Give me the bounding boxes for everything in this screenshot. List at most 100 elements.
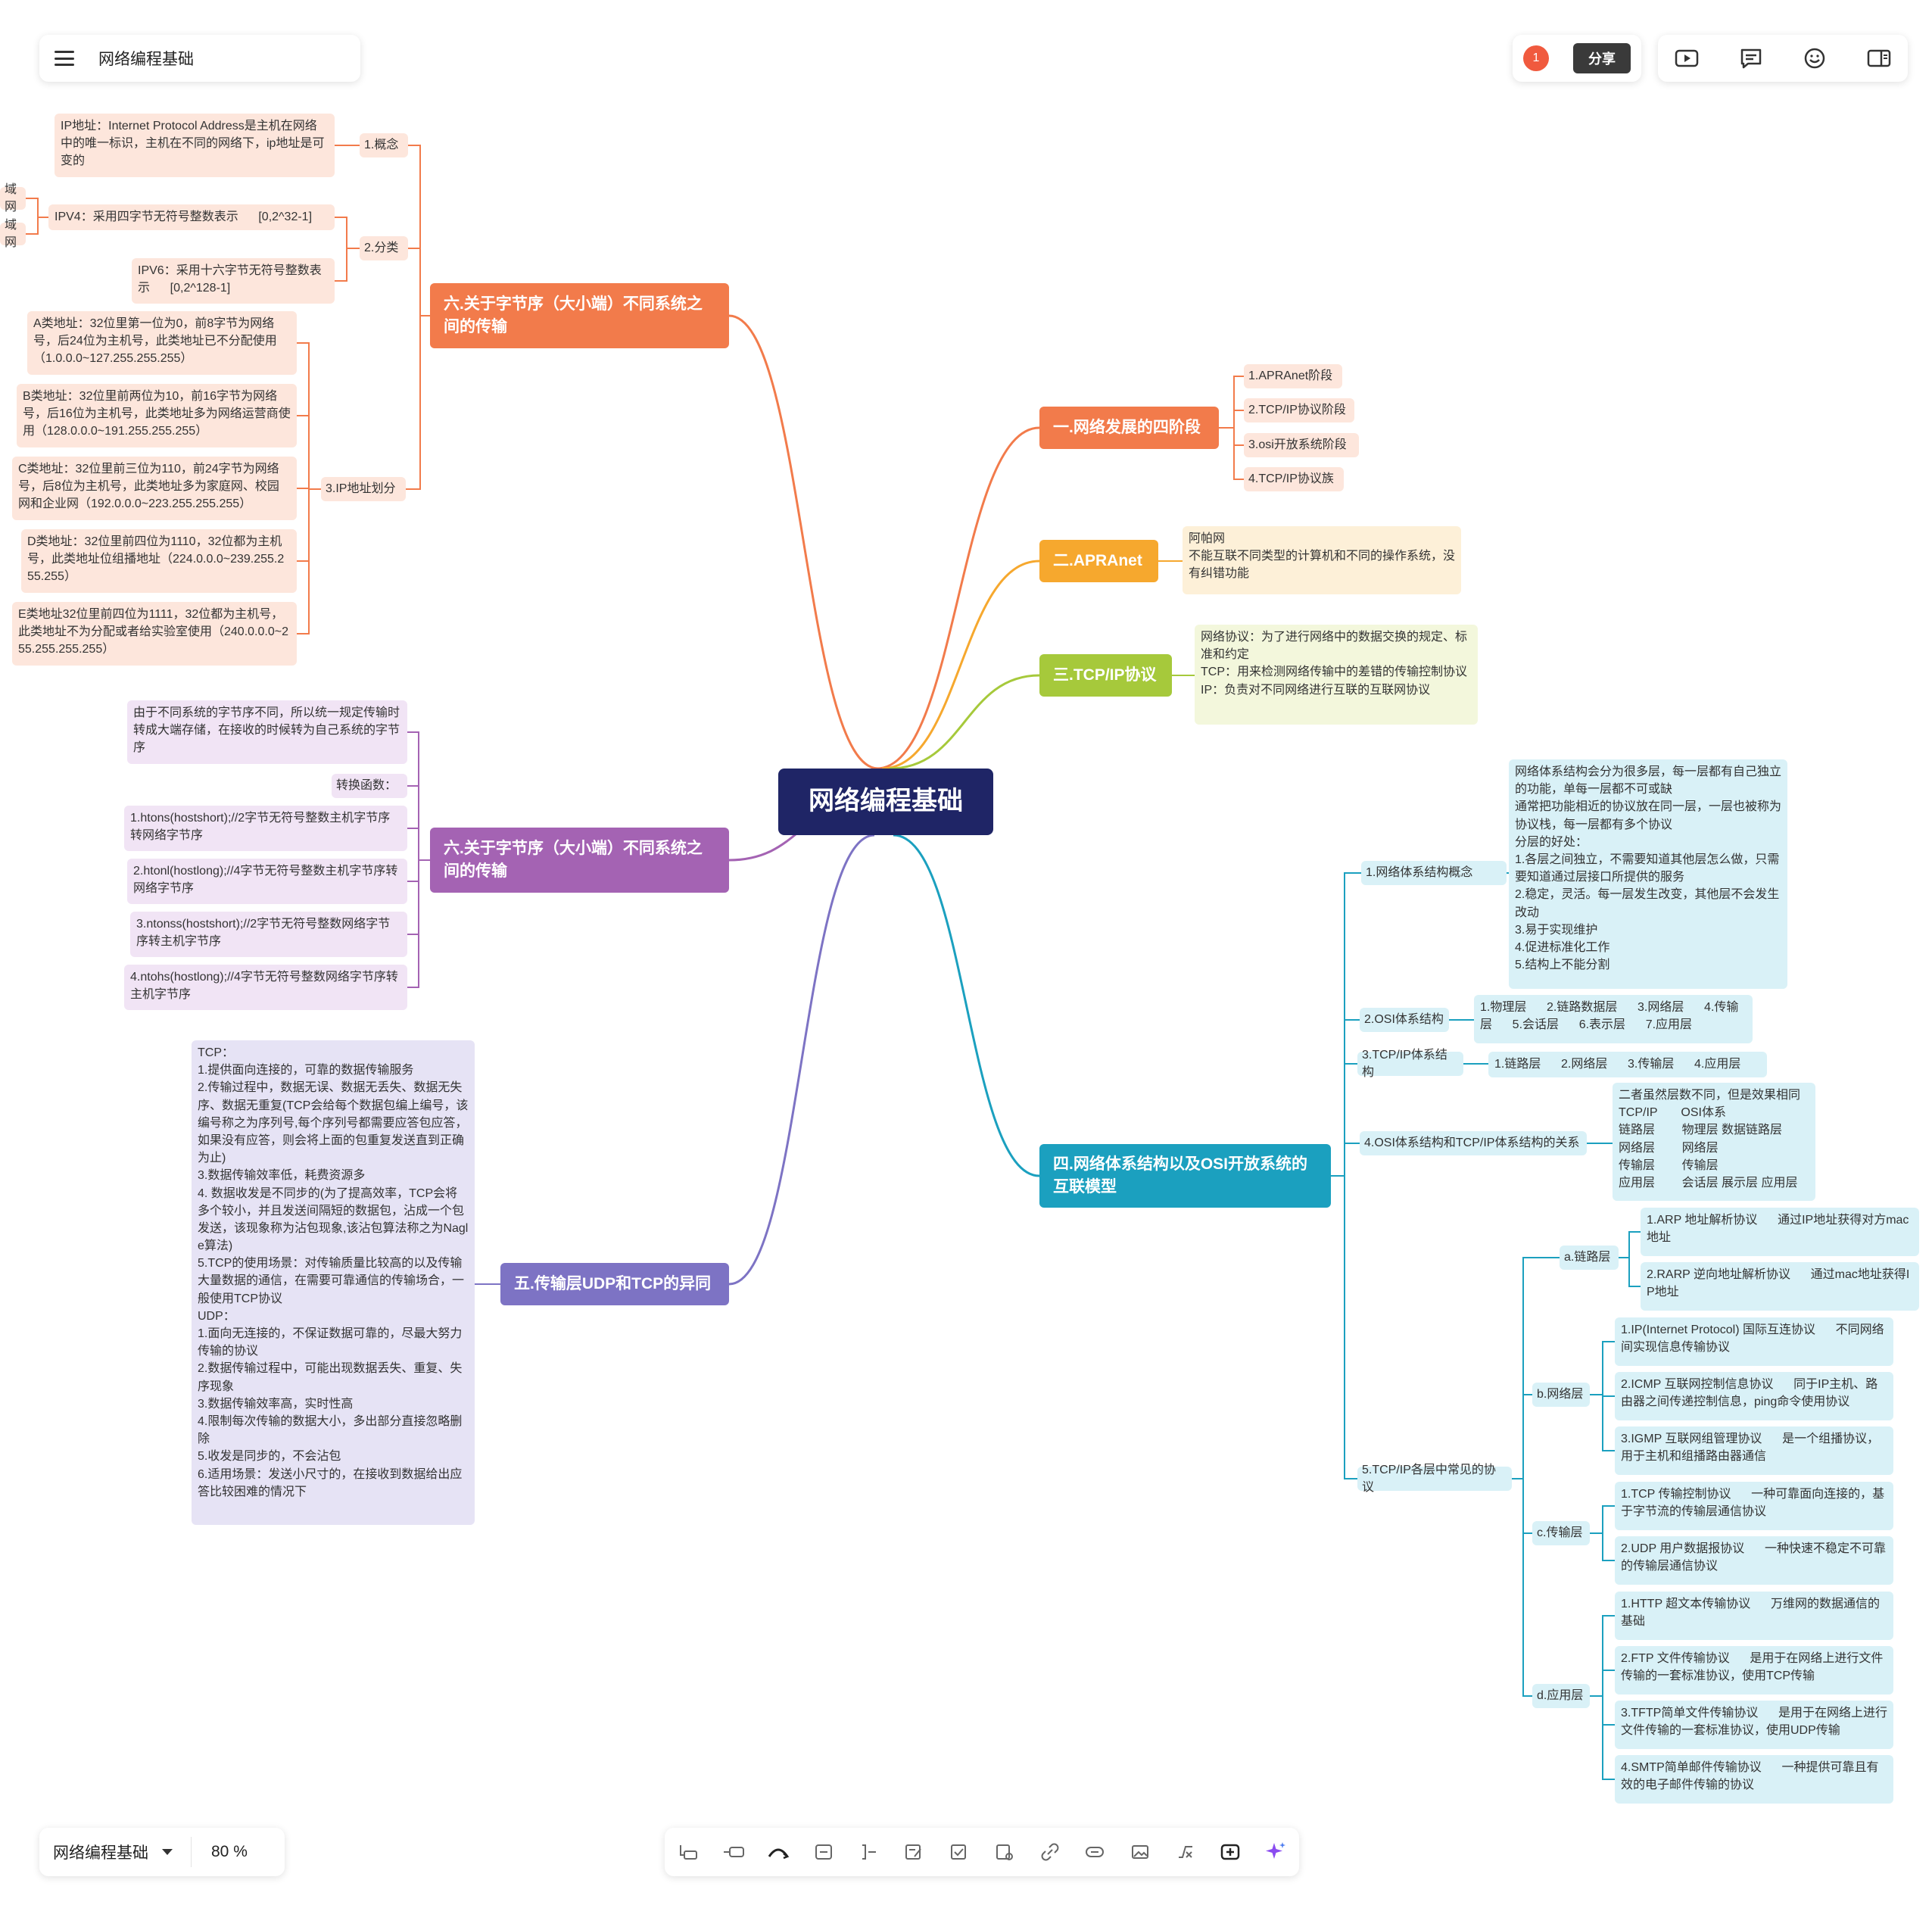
clipped-node-2[interactable]: 域网 bbox=[0, 219, 26, 249]
link-icon[interactable] bbox=[1037, 1839, 1063, 1865]
branch-udp-tcp[interactable]: 五.传输层UDP和TCP的异同 bbox=[500, 1263, 729, 1305]
zoom-level[interactable]: 80 % bbox=[211, 1843, 248, 1860]
byte-order-note[interactable]: 由于不同系统的字节序不同，所以统一规定传输时转成大端存储，在接收的时候转为自己系… bbox=[127, 700, 407, 764]
note-icon[interactable] bbox=[901, 1839, 927, 1865]
connector bbox=[876, 426, 1040, 770]
tag-icon[interactable] bbox=[1082, 1839, 1108, 1865]
title-panel: 网络编程基础 bbox=[39, 35, 360, 82]
insert-sibling-icon[interactable] bbox=[675, 1839, 701, 1865]
ip-class-d[interactable]: D类地址：32位里前四位为1110，32位都为主机号，此类地址位组播地址（224… bbox=[21, 529, 297, 593]
bracket-connector bbox=[1219, 376, 1244, 480]
layer-transport[interactable]: c.传输层 bbox=[1532, 1521, 1590, 1545]
connector bbox=[728, 834, 875, 1286]
ip-class-e[interactable]: E类地址32位里前四位为1111，32位都为主机号，此类地址不为分配或者给实验室… bbox=[12, 602, 297, 666]
branch-ip-address[interactable]: 六.关于字节序（大小端）不同系统之间的传输 bbox=[430, 283, 729, 348]
ip-class-c[interactable]: C类地址：32位里前三位为110，前24字节为网络号，后8位为主机号，此类地址多… bbox=[12, 457, 297, 520]
bracket-connector bbox=[1619, 1231, 1641, 1287]
protocol-udp[interactable]: 2.UDP 用户数据报协议 一种快速不稳定不可靠的传输层通信协议 bbox=[1615, 1536, 1893, 1585]
branch-network-architecture[interactable]: 四.网络体系结构以及OSI开放系统的互联模型 bbox=[1039, 1144, 1331, 1208]
map-selector[interactable]: 网络编程基础 bbox=[53, 1844, 148, 1862]
arpanet-note[interactable]: 阿帕网 不能互联不同类型的计算机和不同的操作系统，没有纠错功能 bbox=[1183, 526, 1461, 594]
add-node-icon[interactable] bbox=[1217, 1839, 1243, 1865]
osi-layers-note[interactable]: 1.物理层 2.链路数据层 3.网络层 4.传输层 5.会话层 6.表示层 7.… bbox=[1474, 995, 1753, 1043]
layer-link[interactable]: a.链路层 bbox=[1560, 1246, 1619, 1270]
branch-network-stages[interactable]: 一.网络发展的四阶段 bbox=[1039, 407, 1219, 449]
menu-icon[interactable] bbox=[55, 51, 74, 66]
protocol-smtp[interactable]: 4.SMTP简单邮件传输协议 一种提供可靠且有效的电子邮件传输的协议 bbox=[1615, 1755, 1893, 1804]
func-htons[interactable]: 1.htons(hostshort);//2字节无符号整数主机字节序转网络字节序 bbox=[124, 806, 407, 851]
ip-concept-note[interactable]: IP地址：Internet Protocol Address是主机在网络中的唯一… bbox=[55, 114, 335, 177]
tcpip-layers-note[interactable]: 1.链路层 2.网络层 3.传输层 4.应用层 bbox=[1488, 1052, 1767, 1077]
osi-tcpip-relation[interactable]: 4.OSI体系结构和TCP/IP体系结构的关系 bbox=[1360, 1131, 1587, 1155]
stage-item-1[interactable]: 1.APRAnet阶段 bbox=[1244, 364, 1342, 388]
ip-classification[interactable]: 2.分类 bbox=[360, 236, 408, 260]
layer-network[interactable]: b.网络层 bbox=[1532, 1383, 1590, 1407]
ai-sparkle-icon[interactable] bbox=[1263, 1839, 1289, 1865]
ip-class-a[interactable]: A类地址：32位里第一位为0，前8字节为网络号，后24位为主机号，此类地址已不分… bbox=[27, 311, 297, 375]
protocol-ip[interactable]: 1.IP(Internet Protocol) 国际互连协议 不同网络间实现信息… bbox=[1615, 1317, 1893, 1366]
task-icon[interactable] bbox=[992, 1839, 1017, 1865]
bracket-connector bbox=[1590, 1341, 1615, 1451]
clipped-node-1[interactable]: 域网 bbox=[0, 183, 26, 214]
connector bbox=[881, 560, 1040, 770]
tcpip-note[interactable]: 网络协议：为了进行网络中的数据交换的规定、标准和约定 TCP：用来检测网络传输中… bbox=[1195, 625, 1478, 725]
protocol-tftp[interactable]: 3.TFTP简单文件传输协议 是用于在网络上进行文件传输的一套标准协议，使用UD… bbox=[1615, 1701, 1893, 1749]
bracket-connector bbox=[1331, 872, 1361, 1479]
ip-division[interactable]: 3.IP地址划分 bbox=[321, 477, 406, 501]
image-icon[interactable] bbox=[1127, 1839, 1153, 1865]
func-htonl[interactable]: 2.htonl(hostlong);//4字节无符号整数主机字节序转网络字节序 bbox=[127, 859, 407, 904]
ip-concept[interactable]: 1.概念 bbox=[360, 133, 408, 157]
tcpip-architecture[interactable]: 3.TCP/IP体系结构 bbox=[1357, 1049, 1463, 1079]
func-ntonss[interactable]: 3.ntonss(hostshort);//2字节无符号整数网络字节序转主机字节… bbox=[130, 912, 407, 957]
relation-line-icon[interactable] bbox=[765, 1839, 791, 1865]
protocol-rarp[interactable]: 2.RARP 逆向地址解析协议 通过mac地址获得IP地址 bbox=[1641, 1262, 1919, 1311]
dropdown-icon[interactable] bbox=[162, 1849, 173, 1855]
osi-architecture[interactable]: 2.OSI体系结构 bbox=[1360, 1008, 1449, 1032]
bracket-connector bbox=[1590, 1615, 1615, 1780]
stage-item-4[interactable]: 4.TCP/IP协议族 bbox=[1244, 467, 1344, 491]
protocol-ftp[interactable]: 2.FTP 文件传输协议 是用于在网络上进行文件传输的一套标准协议，使用TCP传… bbox=[1615, 1646, 1893, 1695]
top-tools-panel bbox=[1658, 35, 1908, 82]
bracket-connector bbox=[335, 217, 360, 282]
sidebar-toggle-icon[interactable] bbox=[1864, 43, 1894, 73]
protocol-http[interactable]: 1.HTTP 超文本传输协议 万维网的数据通信的基础 bbox=[1615, 1592, 1893, 1640]
protocol-tcp[interactable]: 1.TCP 传输控制协议 一种可靠面向连接的，基于字节流的传输层通信协议 bbox=[1615, 1482, 1893, 1530]
stage-item-2[interactable]: 2.TCP/IP协议阶段 bbox=[1244, 398, 1354, 422]
convert-functions-label[interactable]: 转换函数： bbox=[332, 774, 407, 798]
ip-class-b[interactable]: B类地址：32位里前两位为10，前16字节为网络号，后16位为主机号，此类地址多… bbox=[17, 384, 297, 447]
boundary-icon[interactable] bbox=[856, 1839, 882, 1865]
notification-badge[interactable]: 1 bbox=[1523, 45, 1549, 71]
branch-arpanet[interactable]: 二.APRAnet bbox=[1039, 540, 1158, 582]
relation-note[interactable]: 二者虽然层数不同，但是效果相同 TCP/IP OSI体系 链路层 物理层 数据链… bbox=[1613, 1083, 1815, 1201]
layer-application[interactable]: d.应用层 bbox=[1532, 1684, 1590, 1708]
share-button[interactable]: 分享 bbox=[1573, 43, 1631, 73]
arch-concept-note[interactable]: 网络体系结构会分为很多层，每一层都有自己独立的功能，单每一层都不可或缺 通常把功… bbox=[1509, 759, 1787, 989]
root-node[interactable]: 网络编程基础 bbox=[778, 769, 993, 835]
func-ntohs[interactable]: 4.ntohs(hostlong);//4字节无符号整数网络字节序转主机字节序 bbox=[124, 965, 407, 1010]
ipv6-note[interactable]: IPV6：采用十六字节无符号整数表示 [0,2^128-1] bbox=[132, 258, 335, 304]
bracket-connector bbox=[406, 145, 430, 490]
insert-child-icon[interactable] bbox=[721, 1839, 746, 1865]
present-icon[interactable] bbox=[1672, 43, 1702, 73]
bottom-toolbar bbox=[665, 1828, 1299, 1876]
stage-item-3[interactable]: 3.osi开放系统阶段 bbox=[1244, 433, 1359, 457]
common-protocols[interactable]: 5.TCP/IP各层中常见的协议 bbox=[1357, 1464, 1512, 1494]
summary-icon[interactable] bbox=[811, 1839, 837, 1865]
protocol-igmp[interactable]: 3.IGMP 互联网组管理协议 是一个组播协议，用于主机和组播路由器通信 bbox=[1615, 1426, 1893, 1475]
protocol-arp[interactable]: 1.ARP 地址解析协议 通过IP地址获得对方mac地址 bbox=[1641, 1208, 1919, 1256]
formula-icon[interactable] bbox=[1173, 1839, 1198, 1865]
connector bbox=[889, 674, 1040, 770]
udp-tcp-note[interactable]: TCP： 1.提供面向连接的，可靠的数据传输服务 2.传输过程中，数据无误、数据… bbox=[192, 1040, 475, 1525]
bracket-connector bbox=[26, 198, 48, 235]
branch-byte-order[interactable]: 六.关于字节序（大小端）不同系统之间的传输 bbox=[430, 828, 729, 893]
document-title[interactable]: 网络编程基础 bbox=[98, 51, 194, 68]
branch-tcpip[interactable]: 三.TCP/IP协议 bbox=[1039, 654, 1172, 697]
protocol-icmp[interactable]: 2.ICMP 互联网控制信息协议 同于IP主机、路由器之间传递控制信息，ping… bbox=[1615, 1372, 1893, 1420]
arch-concept[interactable]: 1.网络体系结构概念 bbox=[1361, 861, 1507, 885]
emoji-icon[interactable] bbox=[1800, 43, 1830, 73]
ipv4-note[interactable]: IPV4：采用四字节无符号整数表示 [0,2^32-1] bbox=[48, 204, 335, 230]
checkbox-icon[interactable] bbox=[946, 1839, 972, 1865]
bracket-connector bbox=[297, 342, 321, 634]
outline-icon[interactable] bbox=[1736, 43, 1766, 73]
